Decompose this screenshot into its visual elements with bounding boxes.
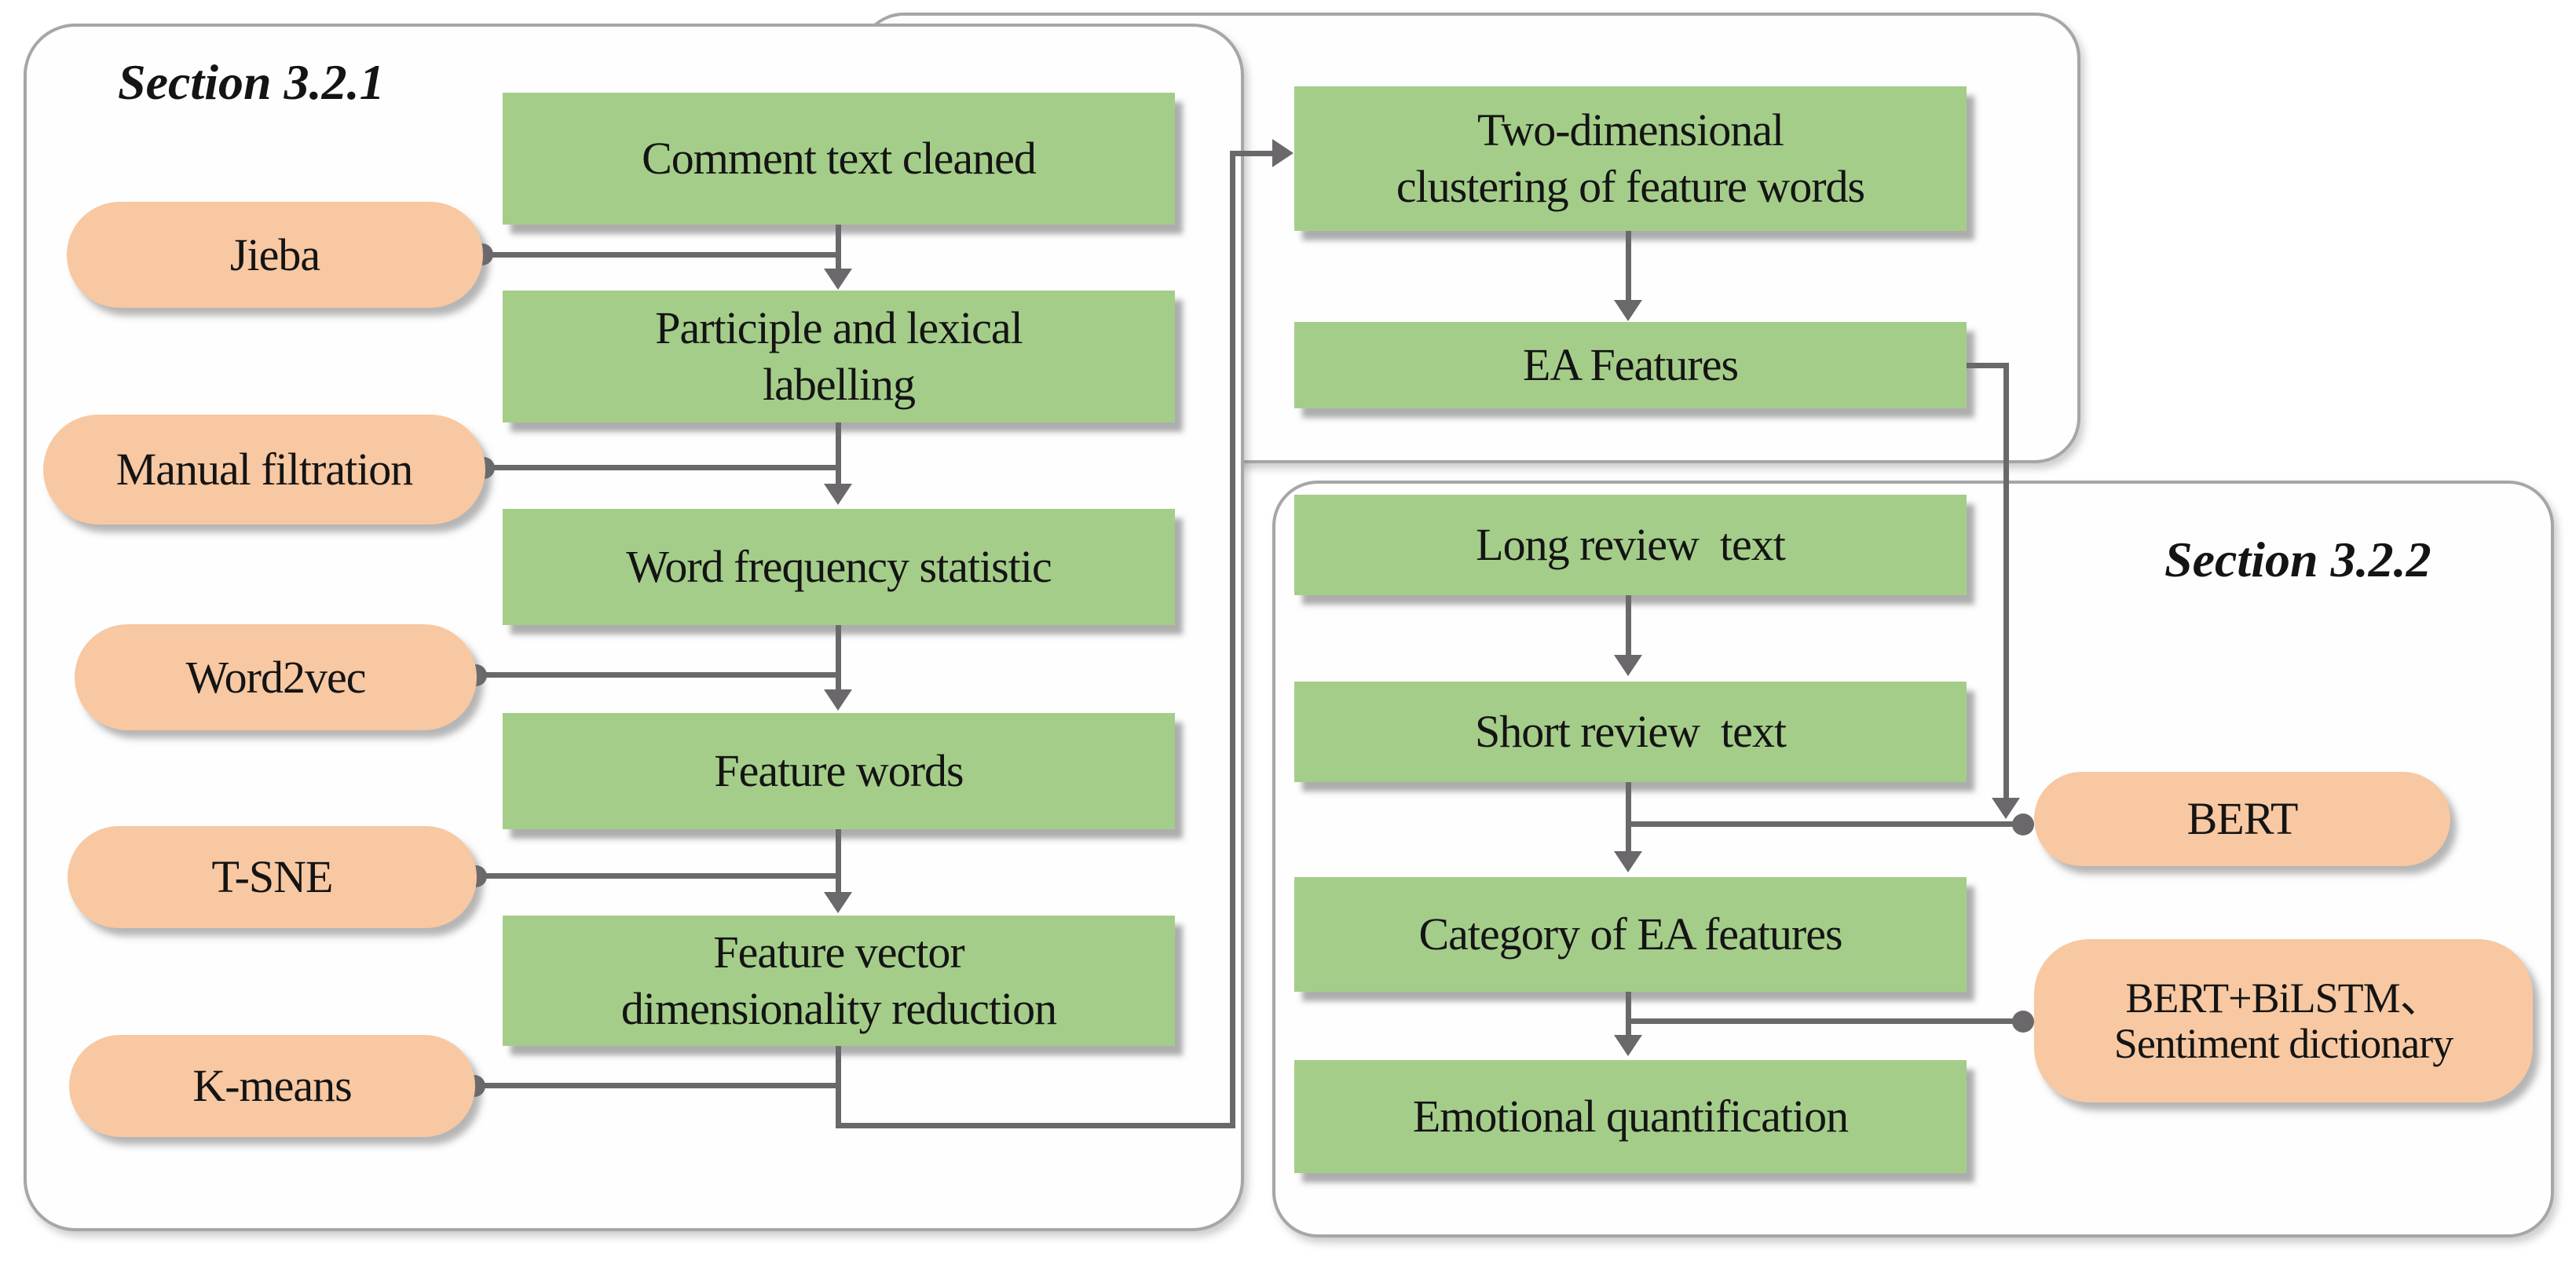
pill-kmeans-label: K-means xyxy=(192,1060,352,1112)
connector-featurewords-to-featurevector xyxy=(836,829,841,892)
connector-comment-to-participle xyxy=(836,223,841,269)
pill-jieba-label: Jieba xyxy=(229,229,320,280)
box-comment-text-cleaned-label: Comment text cleaned xyxy=(642,133,1037,185)
box-short-review-text: Short review text xyxy=(1294,682,1967,782)
connector-long-to-short xyxy=(1626,595,1631,655)
box-category-ea-label: Category of EA features xyxy=(1418,909,1842,960)
pill-tsne-label: T-SNE xyxy=(211,851,334,903)
pill-kmeans: K-means xyxy=(69,1035,475,1137)
box-emotional-quantification: Emotional quantification xyxy=(1294,1060,1967,1173)
connector-kmeans-line xyxy=(474,1083,841,1088)
box-feature-vector-label: Feature vector dimensionality reduction xyxy=(620,927,1057,1034)
connector-ea-riser-down xyxy=(2003,363,2009,798)
pill-tsne: T-SNE xyxy=(68,826,477,928)
connector-short-to-category xyxy=(1626,782,1631,851)
box-ea-features: EA Features xyxy=(1294,322,1967,408)
connector-entry-to-clustering xyxy=(1230,151,1273,156)
box-word-frequency-statistic: Word frequency statistic xyxy=(503,509,1175,625)
box-feature-words: Feature words xyxy=(503,713,1175,829)
arrowhead-into-featurewords xyxy=(824,689,852,711)
connector-ea-exit xyxy=(1967,363,2009,368)
box-long-review-text: Long review text xyxy=(1294,495,1967,595)
box-two-dimensional-clustering: Two-dimensional clustering of feature wo… xyxy=(1294,86,1967,231)
connector-jieba-line xyxy=(483,252,841,258)
connector-bert-line xyxy=(1626,821,2023,827)
pill-bert-label: BERT xyxy=(2186,793,2299,845)
connector-right-riser xyxy=(1230,151,1235,1128)
arrowhead-into-wordfreq xyxy=(824,484,852,505)
arrowhead-into-category xyxy=(1614,851,1642,872)
connector-manual-filtration-line xyxy=(484,465,841,470)
arrowhead-into-participle xyxy=(824,269,852,290)
box-ea-features-label: EA Features xyxy=(1522,339,1739,391)
box-comment-text-cleaned: Comment text cleaned xyxy=(503,93,1175,225)
section-322-title: Section 3.2.2 xyxy=(2164,532,2431,587)
bilstm-connector-dot xyxy=(2012,1011,2034,1033)
connector-bilstm-line xyxy=(1626,1018,2023,1024)
box-feature-words-label: Feature words xyxy=(714,745,964,797)
pill-bert-bilstm-sentiment: BERT+BiLSTM、 Sentiment dictionary xyxy=(2034,939,2533,1102)
pill-jieba: Jieba xyxy=(67,202,483,308)
arrowhead-into-clustering xyxy=(1272,139,1293,167)
connector-bottom-run xyxy=(836,1123,1235,1128)
bert-connector-dot xyxy=(2012,813,2034,835)
pill-word2vec-label: Word2vec xyxy=(185,651,367,703)
pill-word2vec: Word2vec xyxy=(75,624,477,730)
box-participle-lexical-labelling: Participle and lexical labelling xyxy=(503,291,1175,422)
box-short-review-label: Short review text xyxy=(1475,706,1787,758)
section-321-title: Section 3.2.1 xyxy=(118,54,385,110)
connector-wordfreq-to-featurewords xyxy=(836,622,841,689)
connector-clustering-to-ea xyxy=(1626,231,1631,300)
connector-word2vec-line xyxy=(475,672,841,678)
box-word-frequency-label: Word frequency statistic xyxy=(626,541,1052,593)
pill-manual-filtration: Manual filtration xyxy=(43,415,485,525)
pill-bert: BERT xyxy=(2034,772,2450,866)
pill-manual-filtration-label: Manual filtration xyxy=(115,444,414,495)
box-emotional-quantification-label: Emotional quantification xyxy=(1412,1091,1849,1143)
arrowhead-into-emotional xyxy=(1614,1035,1642,1056)
box-feature-vector-reduction: Feature vector dimensionality reduction xyxy=(503,916,1175,1046)
connector-participle-to-wordfreq xyxy=(836,421,841,484)
box-participle-label: Participle and lexical labelling xyxy=(655,302,1023,410)
arrowhead-into-featurevector xyxy=(824,892,852,913)
box-two-dimensional-label: Two-dimensional clustering of feature wo… xyxy=(1396,104,1865,212)
connector-tsne-line xyxy=(475,873,841,879)
arrowhead-into-ea-features xyxy=(1614,300,1642,321)
connector-category-to-emotional xyxy=(1626,992,1631,1035)
box-category-of-ea-features: Category of EA features xyxy=(1294,877,1967,992)
arrowhead-into-short-review xyxy=(1614,655,1642,676)
pill-bert-bilstm-label: BERT+BiLSTM、 Sentiment dictionary xyxy=(2113,974,2453,1067)
box-long-review-label: Long review text xyxy=(1476,519,1786,571)
